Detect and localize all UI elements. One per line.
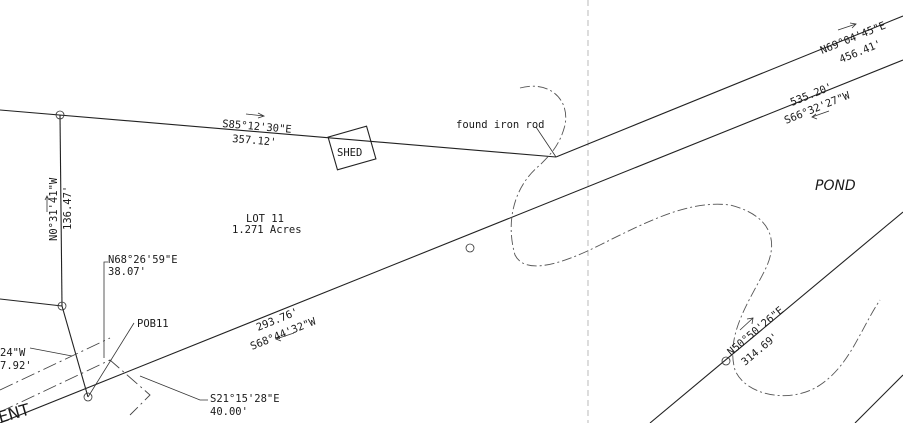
tie-distance: 38.07' [108, 266, 146, 278]
main-diagonal-line [0, 59, 903, 423]
direction-arrow-icon [739, 317, 754, 331]
monument-marker [83, 392, 93, 402]
easement-boundary [0, 359, 151, 416]
tie-bearing: N68°26'59"E [108, 254, 178, 266]
left-boundary-line [0, 298, 63, 307]
direction-arrow-icon [44, 195, 50, 212]
se-distance: 40.00' [210, 406, 248, 418]
easement-boundary [0, 337, 111, 391]
north-bearing: S85°12'30"E [222, 118, 292, 136]
pond-edge [510, 85, 881, 397]
pob-label: POB11 [137, 318, 169, 330]
found-rod-label: found iron rod [456, 119, 545, 131]
shed-label: SHED [337, 147, 362, 159]
north-distance: 357.12' [232, 133, 277, 149]
northeast-boundary-line [555, 15, 903, 158]
pond-label: POND [815, 178, 856, 194]
found-rod-leader [535, 126, 557, 158]
left-distance-partial: 7.92' [0, 360, 32, 372]
se-bearing: S21°15'28"E [210, 393, 280, 405]
lot-acreage: 1.271 Acres [232, 224, 302, 236]
direction-arrow-icon [245, 112, 266, 119]
direction-arrow-icon [275, 332, 295, 342]
direction-arrow-icon [811, 110, 830, 120]
monument-marker [721, 356, 731, 366]
left-bearing-partial: 24"W [0, 347, 26, 359]
lot-number: LOT 11 [246, 213, 284, 225]
se-bearing-leader [139, 375, 208, 401]
tie-line-leader [103, 261, 108, 358]
far-right-line [854, 374, 903, 423]
west-boundary-line [59, 114, 63, 307]
monument-marker [465, 243, 475, 253]
left-bearing-leader [29, 347, 73, 357]
west-bearing: N0°31'41"W [48, 177, 60, 241]
monument-marker [55, 110, 65, 120]
shed-building [327, 125, 377, 171]
pond-boundary-line [649, 211, 903, 423]
easement-label-partial: ENT [0, 400, 32, 423]
southwest-boundary-line [61, 305, 89, 398]
pob-leader [87, 322, 135, 398]
direction-arrow-icon [837, 22, 857, 31]
monument-marker [57, 301, 67, 311]
west-distance: 136.47' [62, 186, 74, 230]
north-boundary-line [0, 109, 557, 158]
